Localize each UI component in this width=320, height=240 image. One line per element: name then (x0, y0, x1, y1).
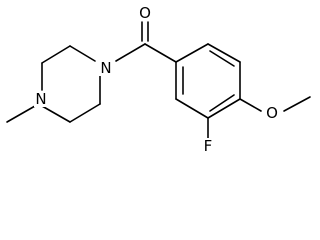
ring-bond-1-2 (175, 43, 209, 63)
ring-bond-5-6 (175, 98, 209, 119)
ring-inner-double-3 (209, 94, 235, 112)
piperazine-bond-c2-c3 (41, 45, 71, 64)
carbonyl-oxygen-label: O (139, 4, 151, 22)
ring-inner-double-2 (209, 50, 235, 67)
fluorine-label: F (204, 137, 213, 155)
chemical-structure-diagram: O N N F O (6, 4, 311, 155)
n-methyl-bond (6, 105, 36, 123)
piperazine-n1-label: N (100, 59, 111, 77)
atom-label-set: O N N F O (34, 4, 279, 155)
ring-bond-2-3 (207, 43, 241, 63)
methoxy-oxygen-label: O (266, 104, 278, 122)
piperazine-bond-c5-c6 (69, 103, 101, 123)
piperazine-bond-n1-c2 (69, 45, 96, 62)
bond-set (6, 21, 311, 140)
ring-bond-4-5 (207, 98, 241, 119)
piperazine-n4-label: N (35, 90, 46, 108)
carbonyl-to-n1-bond (115, 43, 146, 62)
methoxy-methyl-bond (283, 96, 311, 112)
piperazine-bond-n4-c5 (41, 105, 71, 123)
carbonyl-to-ring-bond (144, 43, 177, 63)
methoxy-ring-bond (239, 98, 262, 112)
